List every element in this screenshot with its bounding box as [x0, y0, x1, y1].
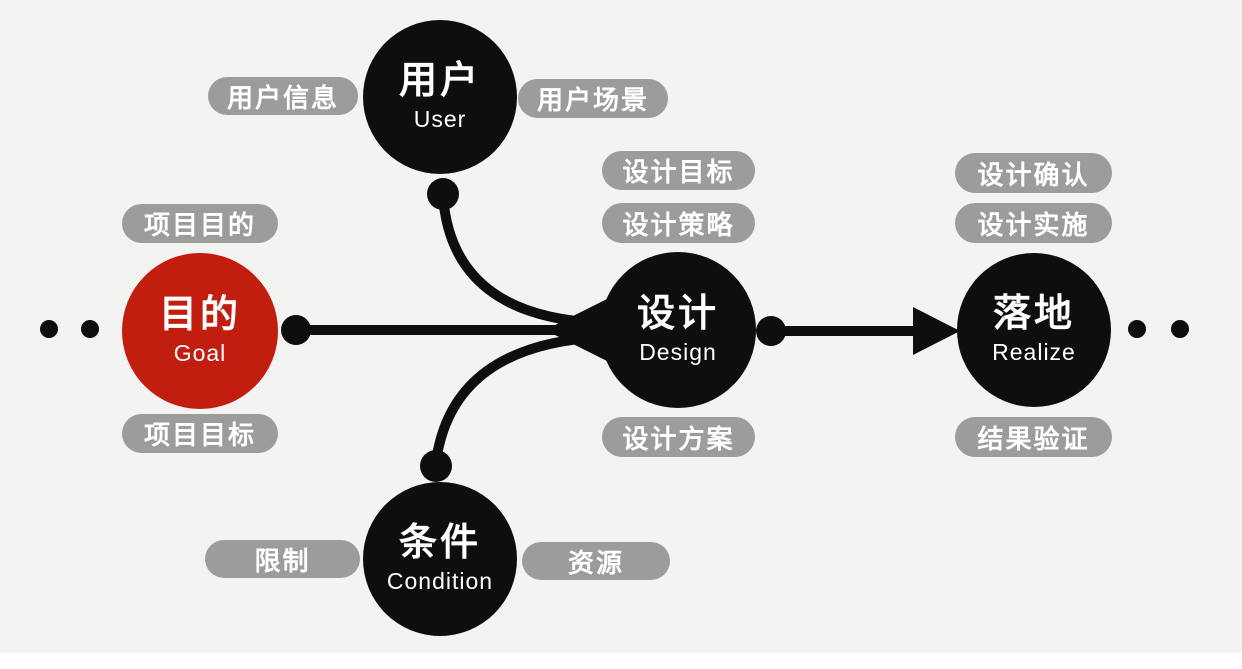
junction-dot-condition	[420, 450, 452, 482]
node-user: 用户 User	[363, 20, 517, 174]
pill-design-confirmation: 设计确认	[955, 153, 1112, 193]
pill-resources: 资源	[522, 542, 670, 580]
node-realize-label-en: Realize	[992, 338, 1076, 365]
right-ellipsis-dot	[1128, 320, 1146, 338]
node-design: 设计 Design	[600, 252, 756, 408]
node-design-label-en: Design	[639, 338, 717, 365]
left-ellipsis-dot	[81, 320, 99, 338]
node-condition: 条件 Condition	[363, 482, 517, 636]
arrow-design-realize-head	[913, 307, 960, 355]
left-ellipsis-dot	[40, 320, 58, 338]
node-goal-label-zh: 目的	[158, 294, 241, 337]
pill-project-target: 项目目标	[122, 414, 278, 453]
node-realize: 落地 Realize	[957, 253, 1111, 407]
pill-result-verification: 结果验证	[955, 417, 1112, 457]
connector-user-design	[438, 191, 609, 328]
connector-condition-design	[431, 332, 609, 467]
right-ellipsis-dot	[1171, 320, 1189, 338]
pill-project-purpose: 项目目的	[122, 204, 278, 243]
pill-user-scenario: 用户场景	[518, 79, 668, 118]
node-goal: 目的 Goal	[122, 253, 278, 409]
node-design-label-zh: 设计	[636, 293, 719, 336]
node-user-label-en: User	[413, 105, 467, 132]
node-condition-label-zh: 条件	[398, 522, 481, 565]
node-goal-label-en: Goal	[173, 339, 227, 366]
node-realize-label-zh: 落地	[992, 293, 1075, 336]
pill-design-goal: 设计目标	[602, 151, 755, 190]
pill-user-info: 用户信息	[208, 77, 358, 115]
node-condition-label-en: Condition	[386, 567, 494, 594]
connector-merge-wedge	[545, 299, 607, 361]
pill-design-strategy: 设计策略	[602, 203, 755, 243]
junction-dot-goal	[281, 315, 311, 345]
bottom-white-strip	[0, 653, 1242, 669]
pill-constraints: 限制	[205, 540, 360, 578]
pill-design-solution: 设计方案	[602, 417, 755, 457]
pill-design-implementation: 设计实施	[955, 203, 1112, 243]
node-user-label-zh: 用户	[398, 60, 481, 103]
junction-dot-user	[427, 178, 459, 210]
